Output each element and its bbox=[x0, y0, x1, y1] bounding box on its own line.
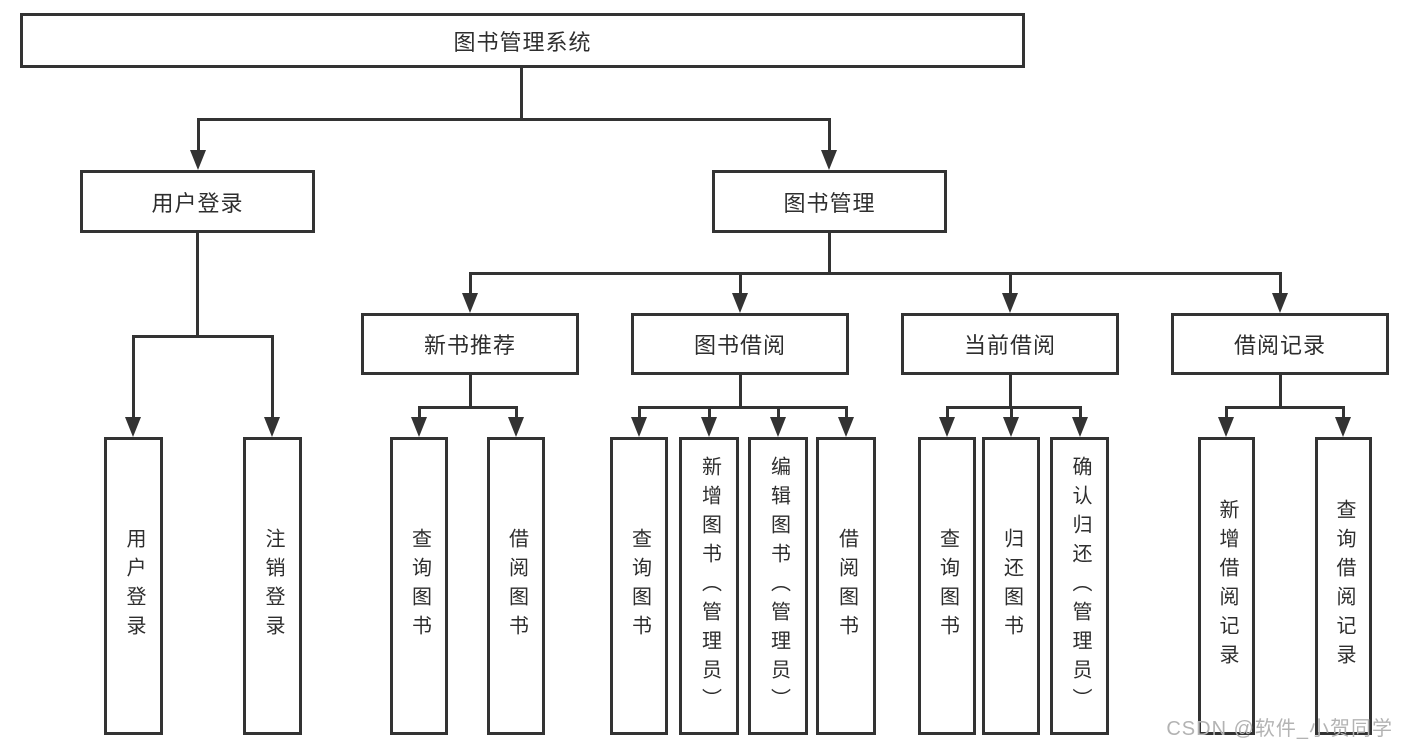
connector-leaf-stub bbox=[1079, 406, 1082, 419]
connector-current-stem bbox=[1009, 375, 1012, 408]
arrow-down-icon bbox=[125, 417, 141, 437]
node-query-books-current-label: 查询图书 bbox=[936, 528, 959, 644]
node-query-borrow-record: 查询借阅记录 bbox=[1315, 437, 1372, 735]
node-confirm-return-admin: 确认归还（管理员） bbox=[1050, 437, 1109, 735]
node-confirm-return-admin-label: 确认归还（管理员） bbox=[1069, 455, 1091, 717]
node-borrowing-records: 借阅记录 bbox=[1171, 313, 1389, 375]
connector-borrowing-crossbar bbox=[638, 406, 848, 409]
arrow-down-icon bbox=[1218, 417, 1234, 437]
node-current-borrowing: 当前借阅 bbox=[901, 313, 1119, 375]
connector-book-management-stem bbox=[828, 233, 831, 274]
node-borrow-books-borrowing: 借阅图书 bbox=[816, 437, 876, 735]
node-query-books-recommend: 查询图书 bbox=[390, 437, 448, 735]
node-book-management-module: 图书管理 bbox=[712, 170, 947, 233]
connector-into-user-login bbox=[197, 118, 200, 152]
arrow-down-icon bbox=[770, 417, 786, 437]
arrow-down-icon bbox=[838, 417, 854, 437]
connector-leaf-stub bbox=[708, 406, 711, 419]
arrow-down-icon bbox=[508, 417, 524, 437]
arrow-down-icon bbox=[1335, 417, 1351, 437]
node-return-books-label: 归还图书 bbox=[1000, 528, 1023, 644]
connector-leaf-stub bbox=[1010, 406, 1013, 419]
arrow-down-icon bbox=[701, 417, 717, 437]
arrow-down-icon bbox=[1272, 293, 1288, 313]
connector-leaf-stub bbox=[418, 406, 421, 419]
node-add-books-admin-label: 新增图书（管理员） bbox=[698, 455, 721, 717]
node-borrowing-records-label: 借阅记录 bbox=[1233, 333, 1326, 358]
arrow-down-icon bbox=[1002, 293, 1018, 313]
connector-level2-crossbar bbox=[197, 118, 831, 121]
connector-root-stem bbox=[520, 68, 523, 120]
connector-records-stem bbox=[1279, 375, 1282, 408]
arrow-down-icon bbox=[1072, 417, 1088, 437]
node-query-borrow-record-label: 查询借阅记录 bbox=[1333, 499, 1355, 673]
connector-recommend-stem bbox=[469, 375, 472, 408]
node-logout-leaf: 注销登录 bbox=[243, 437, 302, 735]
node-user-login-leaf-label: 用户登录 bbox=[123, 528, 145, 644]
connector-leaf-stub bbox=[777, 406, 780, 419]
node-edit-books-admin: 编辑图书（管理员） bbox=[748, 437, 808, 735]
arrow-down-icon bbox=[1003, 417, 1019, 437]
connector-user-login-crossbar bbox=[132, 335, 274, 338]
node-book-borrowing: 图书借阅 bbox=[631, 313, 849, 375]
node-borrow-books-borrowing-label: 借阅图书 bbox=[835, 528, 858, 644]
node-new-book-recommendation: 新书推荐 bbox=[361, 313, 579, 375]
arrow-down-icon bbox=[462, 293, 478, 313]
node-query-books-recommend-label: 查询图书 bbox=[408, 528, 431, 644]
connector-leaf-stub bbox=[845, 406, 848, 419]
connector-into-new-book bbox=[469, 272, 472, 295]
connector-leaf-stub bbox=[638, 406, 641, 419]
arrow-down-icon bbox=[190, 150, 206, 170]
node-add-borrow-record-label: 新增借阅记录 bbox=[1216, 499, 1238, 673]
node-edit-books-admin-label: 编辑图书（管理员） bbox=[767, 455, 790, 717]
node-query-books-borrowing: 查询图书 bbox=[610, 437, 668, 735]
connector-into-login-leaf bbox=[132, 335, 135, 419]
node-query-books-borrowing-label: 查询图书 bbox=[628, 528, 651, 644]
node-borrow-books-recommend: 借阅图书 bbox=[487, 437, 545, 735]
connector-leaf-stub bbox=[1342, 406, 1345, 419]
csdn-watermark: CSDN @软件_小贺同学 bbox=[1166, 718, 1393, 740]
node-return-books: 归还图书 bbox=[982, 437, 1040, 735]
connector-leaf-stub bbox=[946, 406, 949, 419]
node-add-books-admin: 新增图书（管理员） bbox=[679, 437, 739, 735]
connector-records-crossbar bbox=[1225, 406, 1345, 409]
connector-recommend-crossbar bbox=[418, 406, 518, 409]
arrow-down-icon bbox=[264, 417, 280, 437]
node-user-login-leaf: 用户登录 bbox=[104, 437, 163, 735]
node-book-borrowing-label: 图书借阅 bbox=[693, 333, 786, 358]
node-user-login-module-label: 用户登录 bbox=[151, 190, 244, 216]
connector-leaf-stub bbox=[1225, 406, 1228, 419]
node-user-login-module: 用户登录 bbox=[80, 170, 315, 233]
arrow-down-icon bbox=[631, 417, 647, 437]
connector-borrowing-stem bbox=[739, 375, 742, 408]
node-query-books-current: 查询图书 bbox=[918, 437, 976, 735]
node-book-management-module-label: 图书管理 bbox=[783, 190, 876, 216]
node-borrow-books-recommend-label: 借阅图书 bbox=[505, 528, 528, 644]
connector-into-current-borrow bbox=[1009, 272, 1012, 295]
node-new-book-recommendation-label: 新书推荐 bbox=[423, 333, 516, 358]
connector-into-book-management bbox=[828, 118, 831, 152]
connector-into-borrow-records bbox=[1279, 272, 1282, 295]
arrow-down-icon bbox=[411, 417, 427, 437]
node-library-system: 图书管理系统 bbox=[20, 13, 1025, 68]
connector-user-login-stem bbox=[196, 233, 199, 337]
arrow-down-icon bbox=[821, 150, 837, 170]
connector-into-book-borrow bbox=[739, 272, 742, 295]
connector-leaf-stub bbox=[515, 406, 518, 419]
arrow-down-icon bbox=[732, 293, 748, 313]
node-library-system-label: 图书管理系统 bbox=[453, 29, 592, 55]
connector-into-logout-leaf bbox=[271, 335, 274, 419]
node-add-borrow-record: 新增借阅记录 bbox=[1198, 437, 1255, 735]
node-logout-leaf-label: 注销登录 bbox=[262, 528, 284, 644]
connector-current-crossbar bbox=[946, 406, 1082, 409]
connector-level3-crossbar bbox=[469, 272, 1282, 275]
arrow-down-icon bbox=[939, 417, 955, 437]
node-current-borrowing-label: 当前借阅 bbox=[963, 333, 1056, 358]
